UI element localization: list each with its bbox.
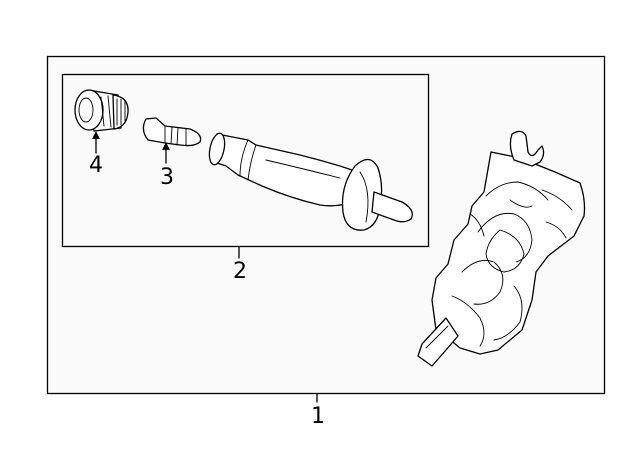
valve-cap-drawing	[74, 89, 129, 132]
callout-3: 3	[160, 165, 174, 190]
valve-stem-drawing	[208, 132, 413, 231]
callout-1: 1	[311, 404, 325, 429]
callout-4: 4	[89, 153, 103, 178]
valve-core-drawing	[142, 117, 202, 147]
callout-2: 2	[233, 259, 247, 284]
tpms-sensor-module-drawing	[417, 130, 586, 367]
